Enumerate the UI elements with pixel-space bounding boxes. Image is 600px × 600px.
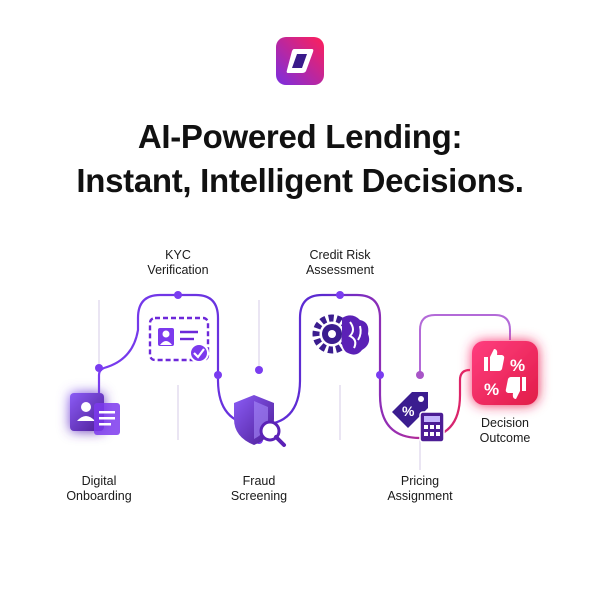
thumbs-percent-icon: % % [472,341,538,405]
guide-lines [98,300,421,470]
svg-text:%: % [484,380,499,399]
svg-text:%: % [510,356,525,375]
document-user-icon [70,393,120,435]
connector-dots [95,291,424,444]
svg-text:%: % [402,403,415,419]
page-title-line-1: AI-Powered Lending: [137,118,463,155]
id-card-check-icon [148,316,210,363]
brain-gear-icon [312,314,370,355]
page-title-line-2: Instant, Intelligent Decisions. [76,162,524,199]
brand-logo [276,37,324,85]
process-path-top-right [419,314,511,375]
price-tag-calculator-icon: % [392,392,445,443]
shield-search-icon [234,395,286,447]
